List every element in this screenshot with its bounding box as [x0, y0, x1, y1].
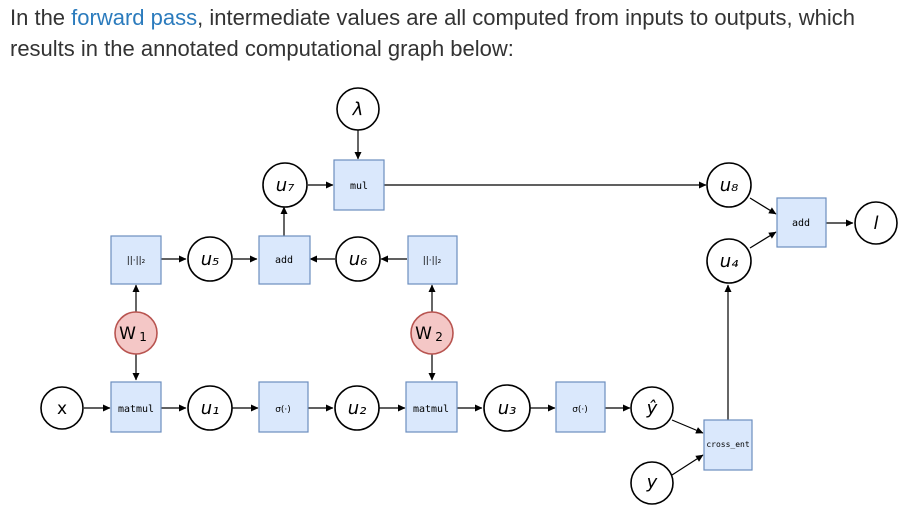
node-sigma-2-label: σ(·) [572, 405, 588, 415]
node-yhat-label: ŷ [646, 398, 658, 419]
node-x: x [40, 386, 84, 430]
node-mul-label: mul [350, 181, 368, 192]
node-u1-label: u₁ [201, 398, 220, 419]
node-norm-2-label: ||·||₂ [423, 256, 442, 266]
node-u2: u₂ [334, 385, 380, 431]
node-lambda-label: λ [352, 99, 364, 120]
node-u7: u₇ [262, 162, 308, 208]
edge-u8-add2 [749, 197, 777, 215]
node-w2: W 2 [410, 311, 454, 355]
node-u5-label: u₅ [201, 249, 220, 270]
edge-yhat-crossent [671, 419, 704, 434]
node-cross-ent-label: cross_ent [706, 440, 750, 449]
forward-pass-link[interactable]: forward pass [71, 5, 198, 30]
node-l-label: l [873, 213, 878, 234]
node-u4-label: u₄ [720, 251, 739, 272]
node-mul: mul [333, 159, 385, 211]
node-matmul-1: matmul [110, 381, 162, 433]
node-u6-label: u₆ [349, 249, 368, 270]
node-u1: u₁ [187, 385, 233, 431]
node-add-2: add [776, 197, 827, 248]
node-matmul-1-label: matmul [118, 404, 154, 415]
node-u2-label: u₂ [348, 398, 367, 419]
node-u8: u₈ [706, 162, 752, 208]
node-cross-ent: cross_ent [703, 419, 753, 471]
node-u4: u₄ [706, 238, 752, 284]
node-u6: u₆ [335, 236, 381, 282]
node-lambda: λ [336, 87, 380, 131]
node-norm-1: ||·||₂ [110, 235, 162, 285]
node-sigma-1: σ(·) [258, 381, 309, 433]
node-sigma-1-label: σ(·) [275, 405, 291, 415]
edge-y-crossent [671, 454, 704, 476]
node-x-label: x [57, 399, 67, 419]
node-l: l [854, 201, 898, 245]
intro-text-start: In the [10, 5, 72, 30]
edge-u4-add2 [749, 231, 777, 249]
node-u3-label: u₃ [498, 398, 517, 419]
node-u3: u₃ [483, 384, 531, 432]
node-u8-label: u₈ [720, 175, 739, 196]
node-u7-label: u₇ [276, 175, 295, 196]
node-y: y [630, 461, 674, 505]
edges [84, 130, 854, 476]
node-add-1-label: add [275, 255, 293, 266]
node-u5: u₅ [187, 236, 233, 282]
intro-paragraph: In the forward pass, intermediate values… [10, 2, 900, 64]
node-sigma-2: σ(·) [555, 381, 606, 433]
node-add-1: add [258, 235, 311, 285]
node-matmul-2-label: matmul [413, 404, 449, 415]
node-norm-2: ||·||₂ [407, 235, 458, 285]
node-w1-label: W 1 [119, 324, 147, 344]
intro-text-end: , intermediate values are all computed f… [10, 5, 856, 61]
node-add-2-label: add [792, 218, 810, 229]
node-norm-1-label: ||·||₂ [127, 256, 146, 266]
node-y-label: y [646, 472, 658, 493]
node-matmul-2: matmul [405, 381, 458, 433]
node-w1: W 1 [114, 311, 158, 355]
node-yhat: ŷ [630, 386, 674, 430]
node-w2-label: W 2 [415, 324, 443, 344]
